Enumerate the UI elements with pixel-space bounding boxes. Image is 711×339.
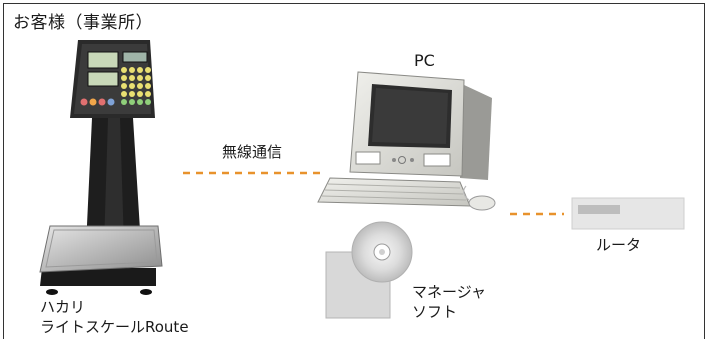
software-label-line1: マネージャ: [412, 283, 486, 301]
pc-computer-icon: [317, 71, 496, 211]
scale-label-line2: ライトスケールRoute: [40, 318, 189, 336]
customer-site-frame: [3, 3, 705, 339]
scale-display-weight: [87, 51, 119, 69]
scale-display-price: [87, 71, 119, 87]
router-icon: [571, 197, 685, 230]
software-label-line2: ソフト: [412, 303, 458, 321]
wireless-label: 無線通信: [222, 143, 283, 161]
software-cd-icon: [325, 221, 413, 319]
mouse: [468, 195, 496, 211]
router-label: ルータ: [596, 236, 642, 254]
pc-label: PC: [414, 51, 435, 70]
scale-label-line1: ハカリ: [40, 298, 86, 316]
scale-platter: [39, 225, 163, 273]
diagram-title: お客様（事業所）: [13, 13, 153, 33]
scale-device-icon: [39, 40, 163, 295]
